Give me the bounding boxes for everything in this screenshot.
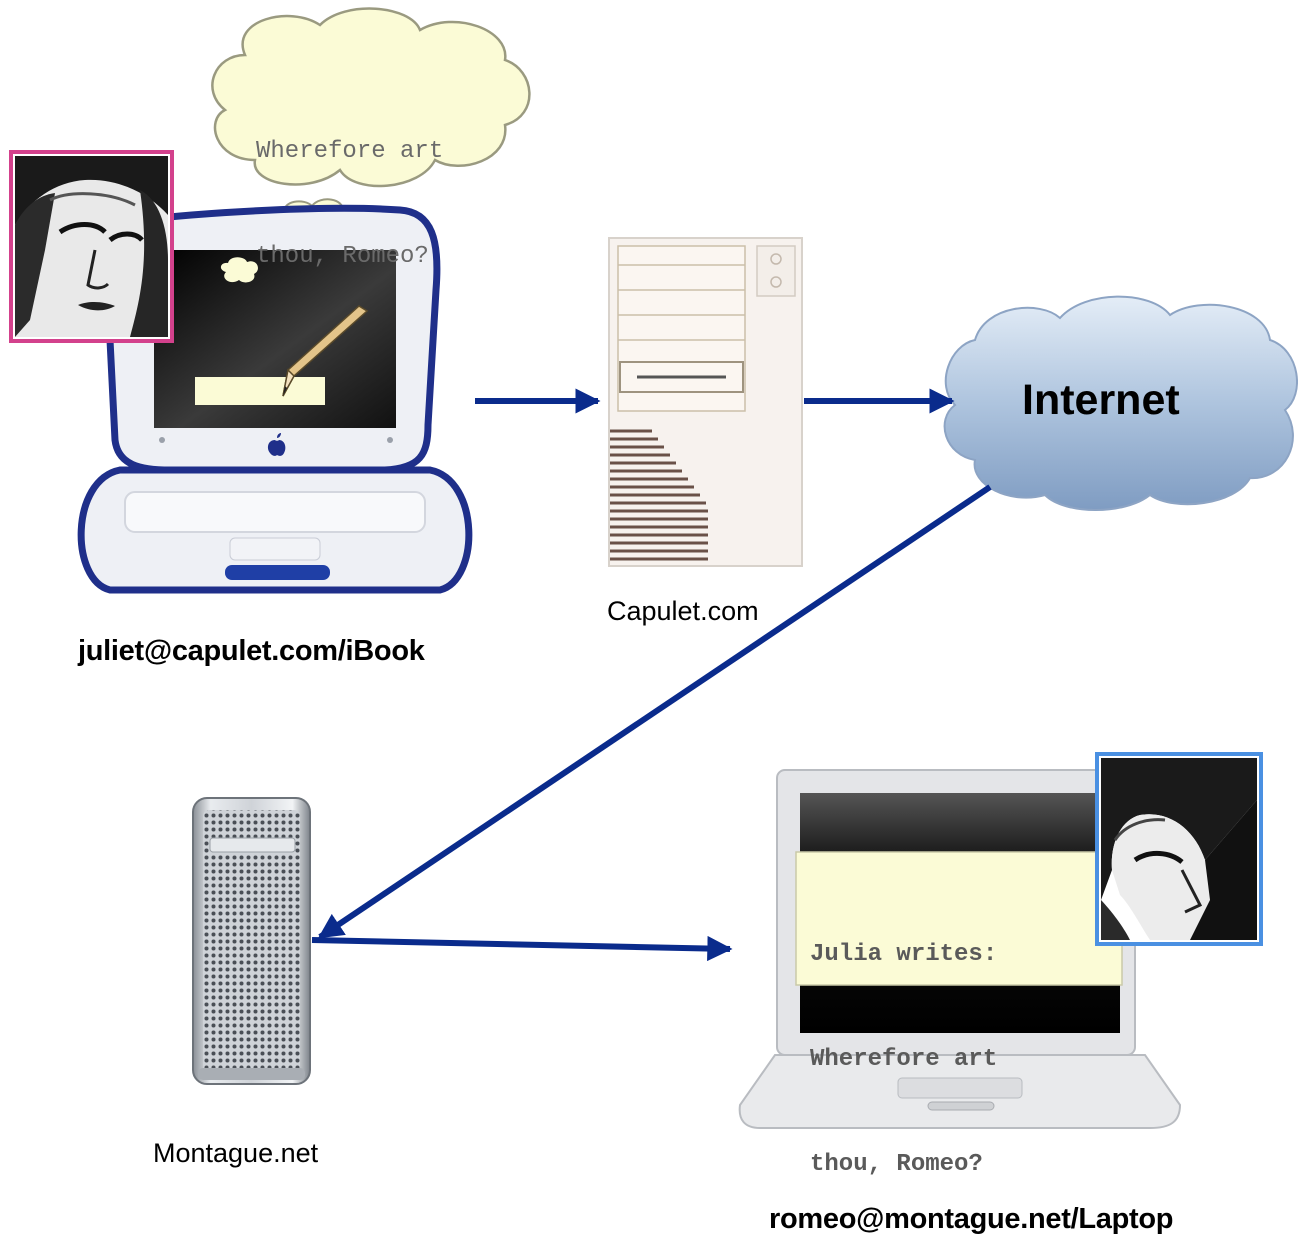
ibook-keyboard-area: [124, 491, 426, 533]
romeo-portrait-icon: [1095, 752, 1263, 946]
capulet-server-label: Capulet.com: [607, 596, 759, 626]
internet-cloud: [943, 295, 1298, 511]
pencil-icon: [282, 305, 369, 397]
arrow-internet-to-montague: [317, 484, 992, 940]
capulet-server: [608, 237, 803, 567]
montague-server-label: Montague.net: [153, 1138, 319, 1168]
ibook-trackpad: [229, 537, 321, 561]
arrow-montague-to-laptop: [311, 935, 733, 962]
thought-line-2: thou, Romeo?: [256, 243, 429, 270]
ibook-screen-text-field: [195, 377, 325, 405]
message-line-1: Julia writes:: [810, 941, 998, 968]
receiver-label: romeo@montague.net/Laptop: [769, 1203, 1174, 1235]
ibook-latch: [225, 565, 330, 580]
ibook-indicator-left: [159, 437, 165, 443]
ibook-screen-thought-icon: [220, 257, 258, 283]
received-message-text: Julia writes: Wherefore art thou, Romeo?: [810, 867, 997, 1217]
internet-cloud-shape: [943, 295, 1298, 511]
ibook-indicator-right: [387, 437, 393, 443]
apple-logo-icon: [267, 433, 286, 456]
montague-server: [192, 797, 311, 1085]
juliet-portrait-icon: [9, 150, 174, 343]
thought-bubble-text: Wherefore art thou, Romeo?: [256, 64, 443, 309]
thought-bubble-cloud: [211, 7, 531, 188]
flow-arrows: [311, 388, 992, 962]
message-line-2: Wherefore art: [810, 1046, 998, 1073]
sender-label: juliet@capulet.com/iBook: [78, 635, 425, 667]
thought-line-1: Wherefore art: [256, 138, 444, 165]
capulet-server-vents: [610, 429, 708, 561]
message-line-3: thou, Romeo?: [810, 1151, 983, 1178]
internet-label: Internet: [1022, 376, 1180, 424]
